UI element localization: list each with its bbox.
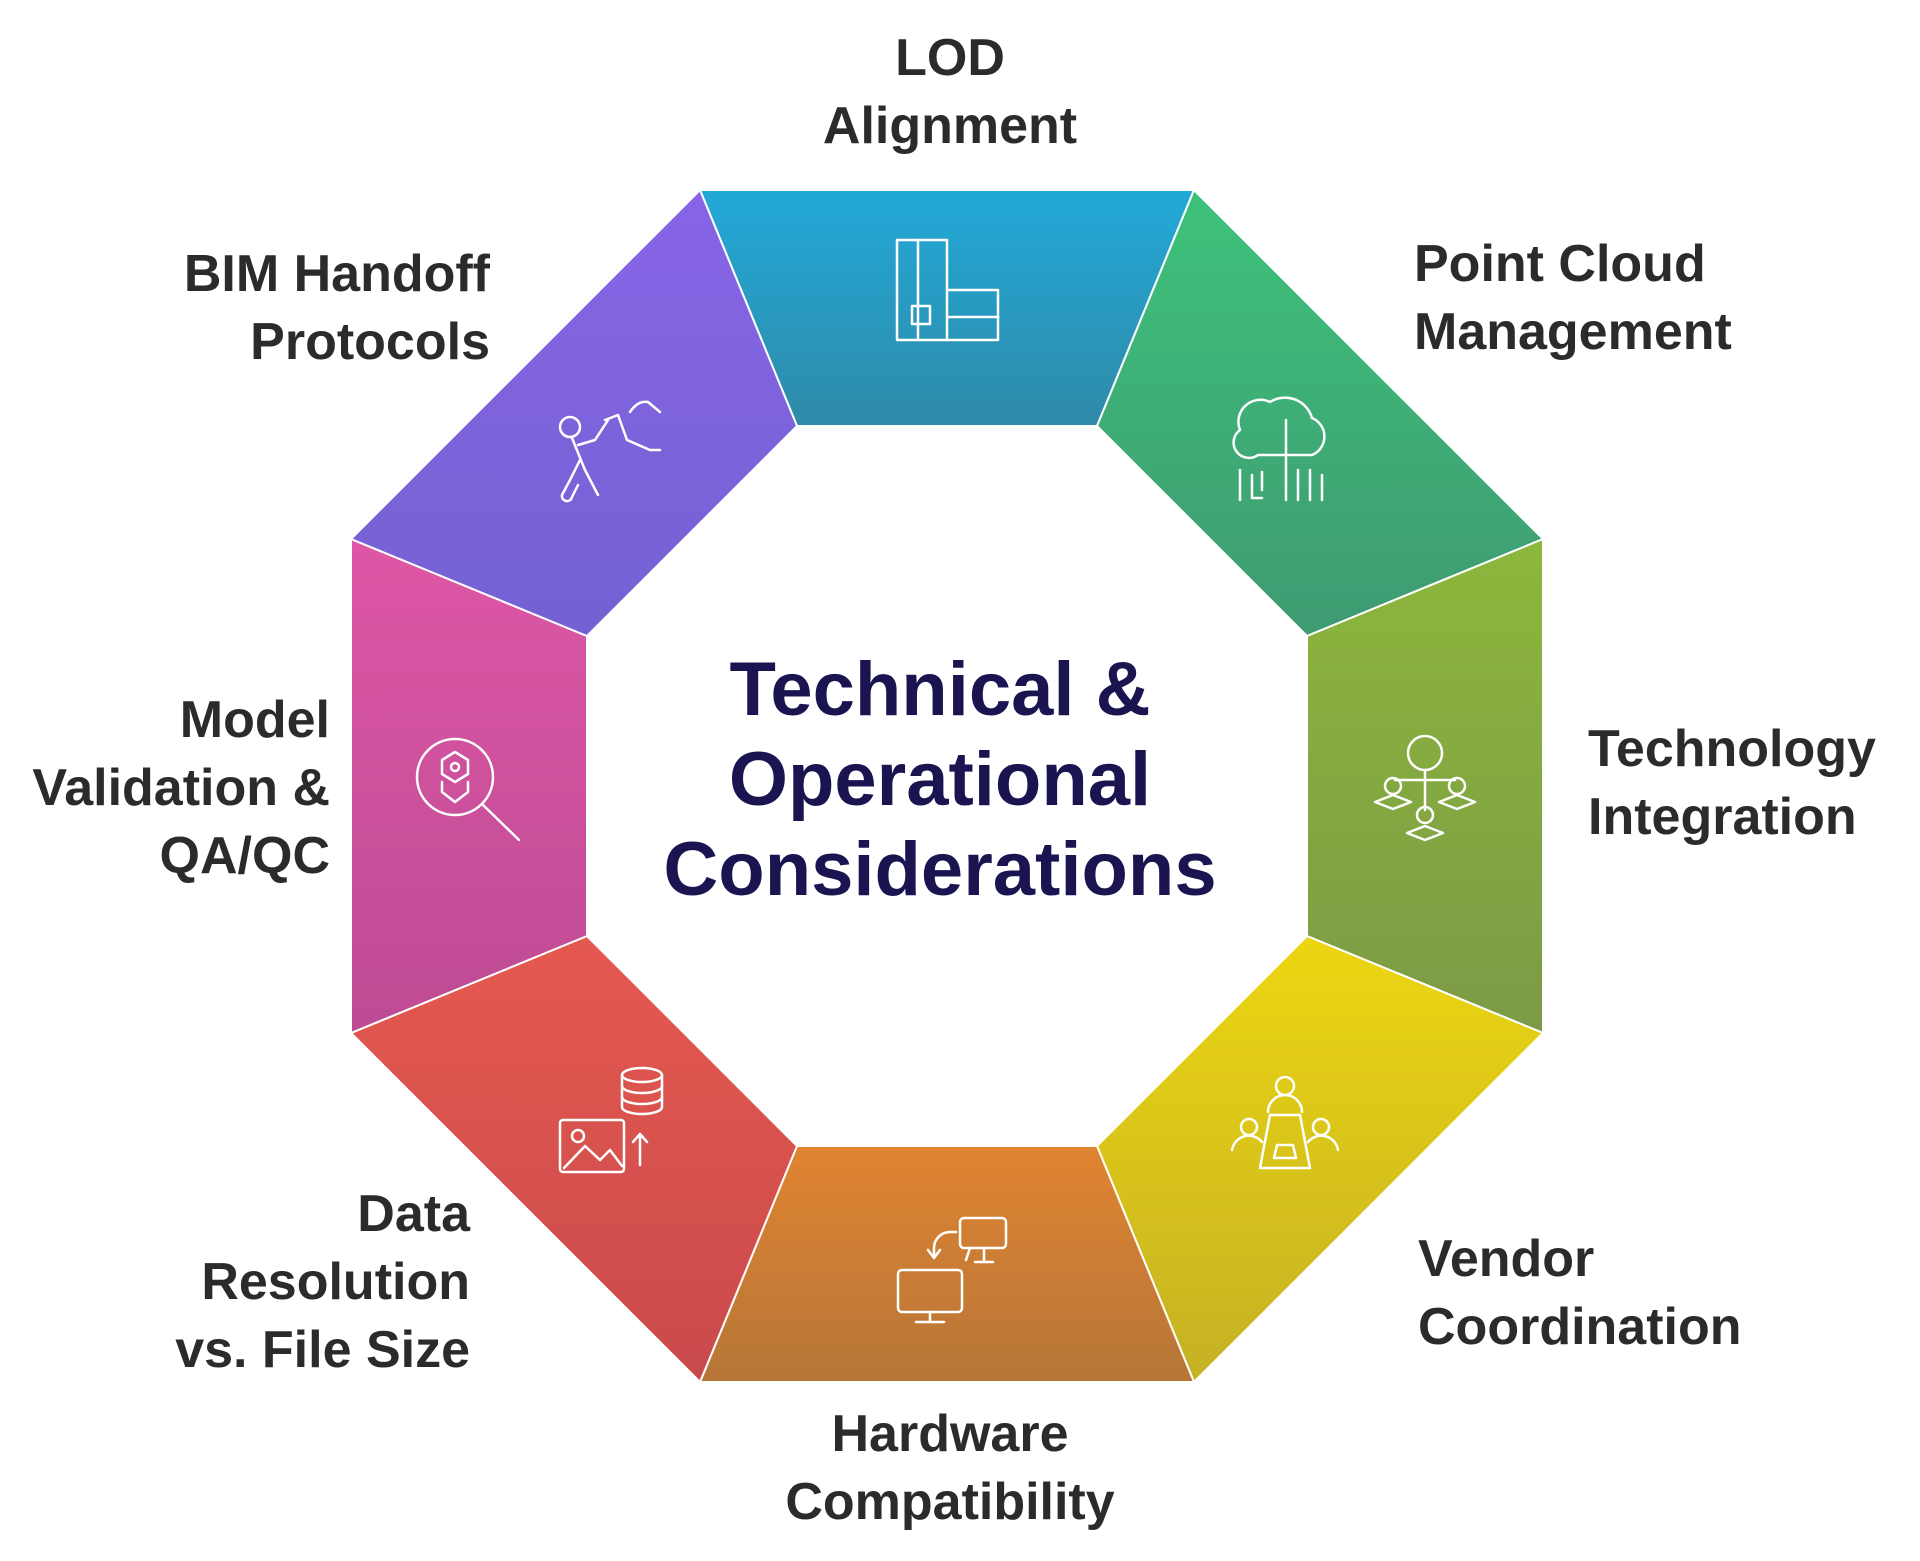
magnifier-inspect-icon <box>415 737 521 842</box>
label-point-cloud-management: Point Cloud Management <box>1414 235 1732 361</box>
label-vendor-coordination: Vendor Coordination <box>1418 1230 1742 1356</box>
handoff-person-icon <box>558 400 662 503</box>
center-title: Technical & Operational Considerations <box>663 647 1217 912</box>
network-nodes-icon <box>1373 734 1477 842</box>
cloud-network-icon <box>1232 396 1326 502</box>
image-database-icon <box>558 1066 664 1174</box>
label-hardware-compatibility: Hardware Compatibility <box>785 1405 1115 1531</box>
label-technology-integration: Technology Integration <box>1588 720 1876 846</box>
label-bim-handoff-protocols: BIM Handoff Protocols <box>183 245 490 371</box>
segment-bim-handoff <box>349 188 799 638</box>
monitor-transfer-icon <box>896 1216 1008 1324</box>
label-data-resolution: Data Resolution vs. File Size <box>175 1185 470 1379</box>
floor-plan-icon <box>895 238 1000 342</box>
label-model-validation: Model Validation & QA/QC <box>32 691 330 885</box>
label-lod-alignment: LOD Alignment <box>822 29 1078 155</box>
meeting-table-icon <box>1230 1075 1340 1170</box>
